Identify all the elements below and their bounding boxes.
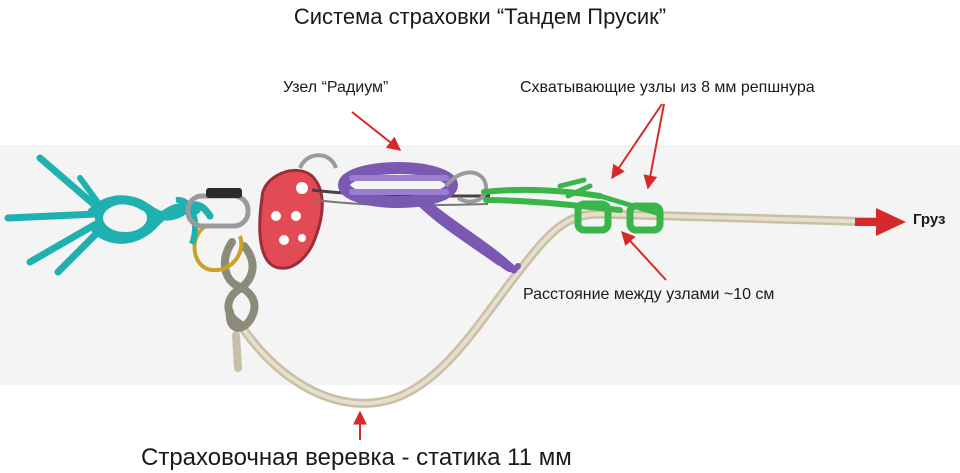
arrow-distance [621, 230, 667, 281]
belay-rope-label: Страховочная веревка - статика 11 мм [141, 444, 572, 471]
arrow-radium [351, 111, 402, 151]
radium-knot-icon [338, 162, 521, 274]
grip-knots-label: Схватывающие узлы из 8 мм репшнура [520, 79, 815, 96]
carabiner-icon [185, 188, 251, 229]
load-label: Груз [913, 211, 946, 228]
arrow-grip-1 [611, 103, 663, 180]
carabiner-upper [298, 153, 338, 169]
rope-tail [232, 331, 242, 372]
diagram-title: Система страховки “Тандем Прусик” [293, 4, 667, 29]
radium-knot-label: Узел “Радиум” [283, 79, 389, 96]
rescue-eight-icon [258, 169, 324, 270]
load-arrow-icon [855, 208, 906, 236]
knot-distance-label: Расстояние между узлами ~10 см [523, 286, 775, 303]
arrow-grip-2 [643, 103, 665, 190]
photo-background [0, 145, 960, 385]
prusik-knot-icon [481, 177, 664, 234]
anchor-knot-icon [4, 154, 214, 276]
carabiner-right [444, 170, 489, 204]
